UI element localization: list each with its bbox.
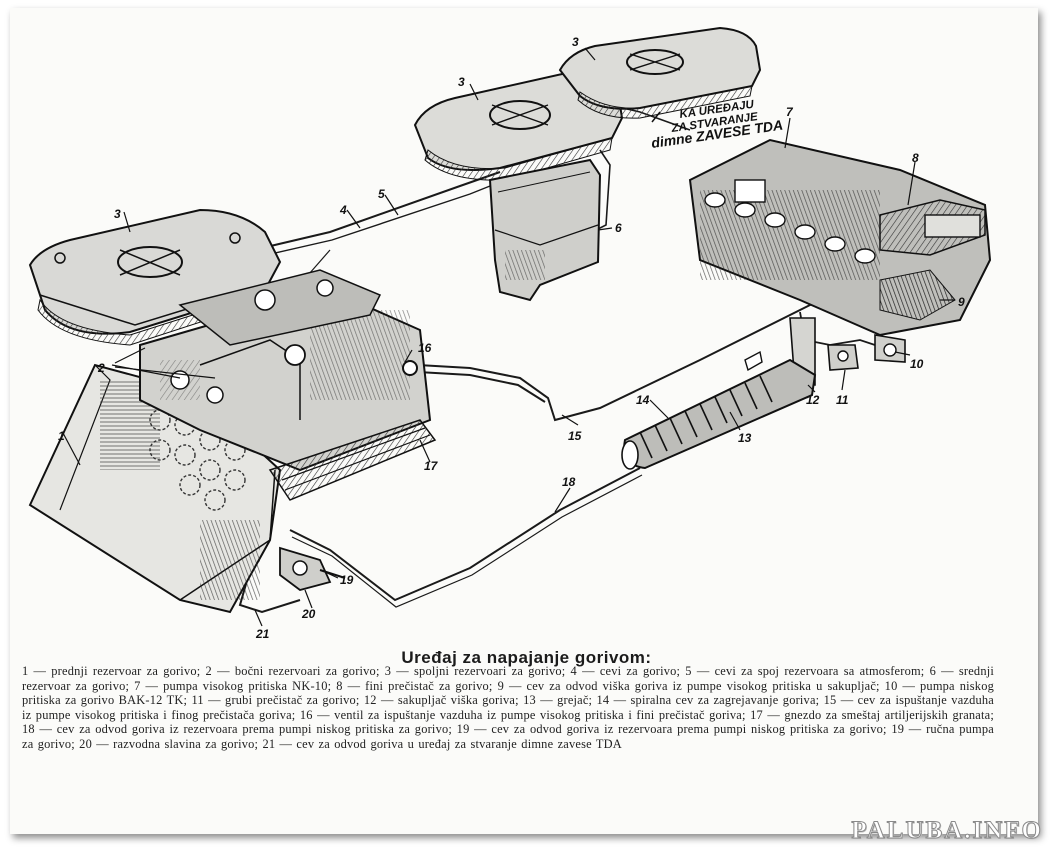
callout-11: 11 [836, 393, 849, 407]
callout-6: 6 [615, 221, 622, 235]
callout-8: 8 [912, 151, 919, 165]
pipe-18 [289, 467, 641, 602]
callout-4: 4 [339, 203, 347, 217]
callout-12: 12 [806, 393, 820, 407]
callout-3-left: 3 [114, 207, 121, 221]
watermark: PALUBA.INFO [851, 817, 1043, 845]
engine-assembly [688, 138, 992, 337]
callout-14: 14 [636, 393, 650, 407]
callout-labels: 1 2 3 3 3 4 5 6 7 8 9 10 11 12 13 14 15 … [58, 35, 965, 641]
callout-7: 7 [786, 105, 794, 119]
callout-21: 21 [255, 627, 270, 641]
callout-1: 1 [58, 429, 65, 443]
callout-9: 9 [958, 295, 965, 309]
hand-pump-and-valve [279, 546, 346, 591]
front-and-side-tanks [28, 269, 437, 614]
pipe-5 [261, 179, 506, 257]
callout-5: 5 [378, 187, 385, 201]
pipe-4 [261, 171, 501, 249]
callout-3-middle: 3 [458, 75, 465, 89]
caption-title: Uređaj za napajanje gorivom: [401, 648, 652, 667]
middle-fuel-tank [488, 158, 602, 302]
callout-20: 20 [301, 607, 316, 621]
heater-assembly [621, 350, 817, 470]
pipe-15 [417, 269, 906, 422]
callout-2: 2 [97, 361, 105, 375]
callout-15: 15 [568, 429, 582, 443]
callout-19: 19 [340, 573, 354, 587]
callout-16: 16 [418, 341, 432, 355]
callout-3-right: 3 [572, 35, 579, 49]
callout-18: 18 [562, 475, 576, 489]
callout-13: 13 [738, 431, 752, 445]
callout-10: 10 [910, 357, 924, 371]
caption-legend: 1 — prednji rezervoar za gorivo; 2 — boč… [22, 664, 994, 751]
callout-17: 17 [424, 459, 439, 473]
leader-lines [62, 47, 955, 627]
external-tank-right [558, 26, 762, 119]
